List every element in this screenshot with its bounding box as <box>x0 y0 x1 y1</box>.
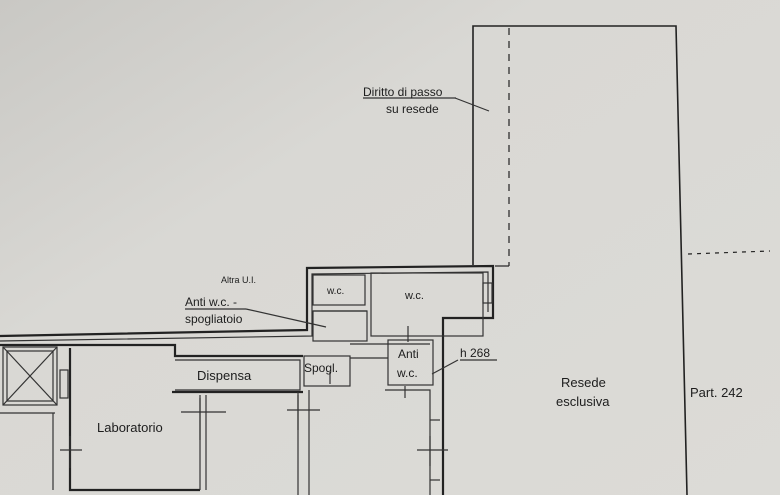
anti-wc-small-label: w.c. <box>396 366 418 380</box>
resede-label: Resede <box>561 375 606 390</box>
su-resede-label: su resede <box>386 102 439 116</box>
height-label: h 268 <box>460 346 490 360</box>
esclusiva-label: esclusiva <box>556 394 610 409</box>
spogliatoio-label: spogliatoio <box>185 312 243 326</box>
diritto-di-passo-label: Diritto di passo <box>363 85 443 99</box>
resede-boundary <box>472 25 771 495</box>
laboratorio-label: Laboratorio <box>97 420 163 435</box>
wc-large-label: w.c. <box>404 290 424 302</box>
dispensa-label: Dispensa <box>197 368 252 383</box>
building-walls <box>0 264 495 495</box>
spogl-label: Spogl. <box>304 361 338 375</box>
leader-lines <box>185 97 497 375</box>
wc-small-label: w.c. <box>326 286 344 297</box>
anti-wc-label: Anti w.c. - <box>185 295 237 309</box>
altra-ui-label: Altra U.I. <box>221 275 256 285</box>
anti-label: Anti <box>398 347 419 361</box>
particella-label: Part. 242 <box>690 385 743 400</box>
